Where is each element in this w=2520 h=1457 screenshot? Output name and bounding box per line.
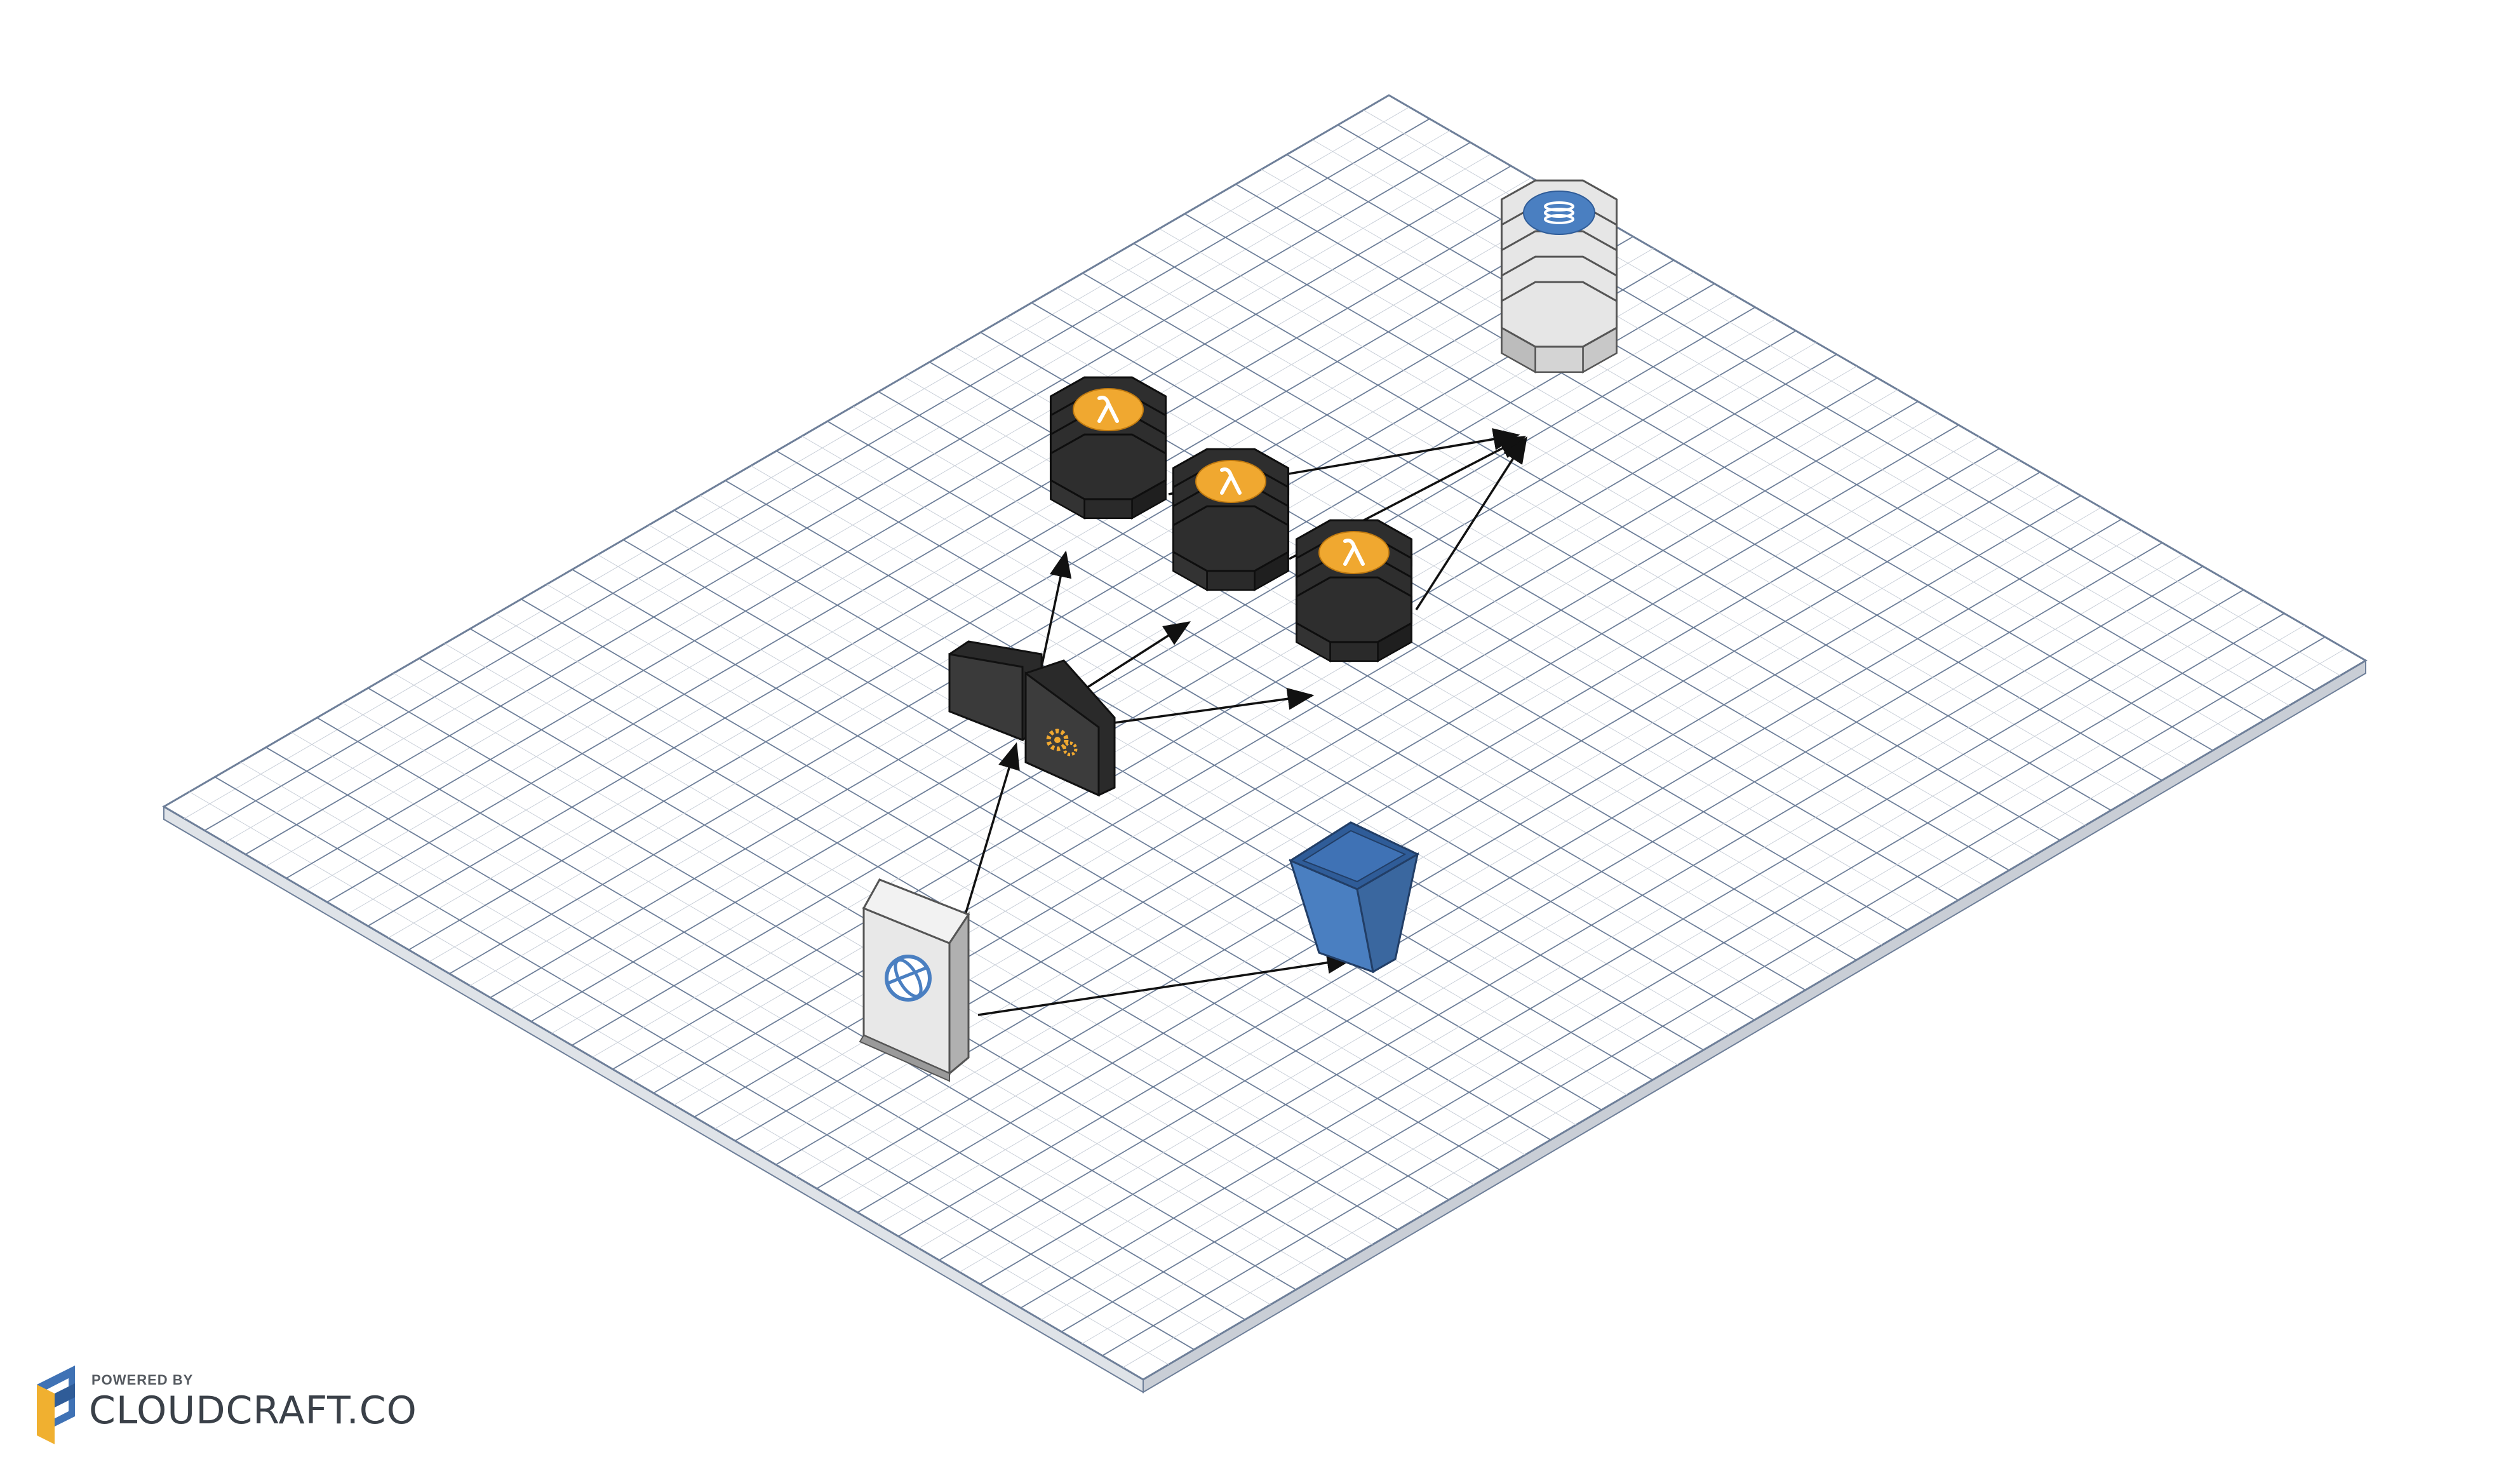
grid-line bbox=[1312, 139, 2289, 706]
grid-line bbox=[1102, 636, 2326, 1357]
grid-line bbox=[1210, 198, 2188, 766]
connection-arrow bbox=[1040, 550, 1072, 668]
grid-line bbox=[1000, 577, 2223, 1296]
platform-surface bbox=[162, 94, 2368, 1381]
cloudcraft-logo[interactable]: POWERED BY CLOUDCRAFT.CO bbox=[30, 1366, 417, 1444]
grid-line bbox=[1061, 613, 2285, 1333]
grid-line bbox=[1286, 154, 2265, 722]
grid-line bbox=[1235, 184, 2213, 751]
grid-line bbox=[979, 565, 2204, 1285]
connection-arrow bbox=[977, 951, 1354, 1016]
grid-line bbox=[1041, 601, 2265, 1320]
lambda-2-node[interactable] bbox=[1172, 448, 1290, 591]
gears-icon bbox=[1046, 728, 1078, 756]
globe-icon bbox=[885, 955, 932, 1002]
stack-top bbox=[1500, 281, 1618, 348]
stack-side bbox=[1329, 641, 1379, 662]
connection-arrow bbox=[1104, 687, 1315, 725]
s3-bucket-node[interactable] bbox=[1288, 821, 1420, 974]
stack-side bbox=[1083, 498, 1133, 520]
api-gateway-node[interactable] bbox=[948, 640, 1116, 797]
stack-top bbox=[1172, 505, 1290, 572]
brand-name: CLOUDCRAFT.CO bbox=[89, 1388, 417, 1433]
cloudfront-node[interactable] bbox=[859, 878, 970, 1082]
stack-top bbox=[1049, 433, 1167, 500]
grid-platform bbox=[162, 94, 2368, 1393]
connection-arrow bbox=[1415, 436, 1527, 610]
powered-by-label: POWERED BY bbox=[91, 1372, 194, 1388]
stack-top bbox=[1295, 576, 1413, 643]
grid-line bbox=[1082, 624, 2305, 1345]
connection-arrow bbox=[1079, 621, 1191, 694]
grid-line bbox=[1122, 648, 2346, 1368]
lambda-1-node[interactable] bbox=[1049, 376, 1167, 520]
lambda-3-node[interactable] bbox=[1295, 519, 1413, 662]
grid-line bbox=[1261, 169, 2239, 736]
lambda-icon bbox=[1073, 388, 1144, 431]
stack-side bbox=[1206, 570, 1256, 591]
lambda-icon bbox=[1318, 531, 1390, 574]
database-icon bbox=[1523, 191, 1595, 235]
lambda-icon bbox=[1195, 460, 1266, 503]
grid-line bbox=[1020, 589, 2244, 1309]
connection-arrow bbox=[964, 742, 1020, 915]
dynamodb-node[interactable] bbox=[1500, 179, 1618, 373]
stack-side bbox=[1534, 346, 1584, 373]
cloudcraft-logo-icon bbox=[37, 1366, 75, 1444]
